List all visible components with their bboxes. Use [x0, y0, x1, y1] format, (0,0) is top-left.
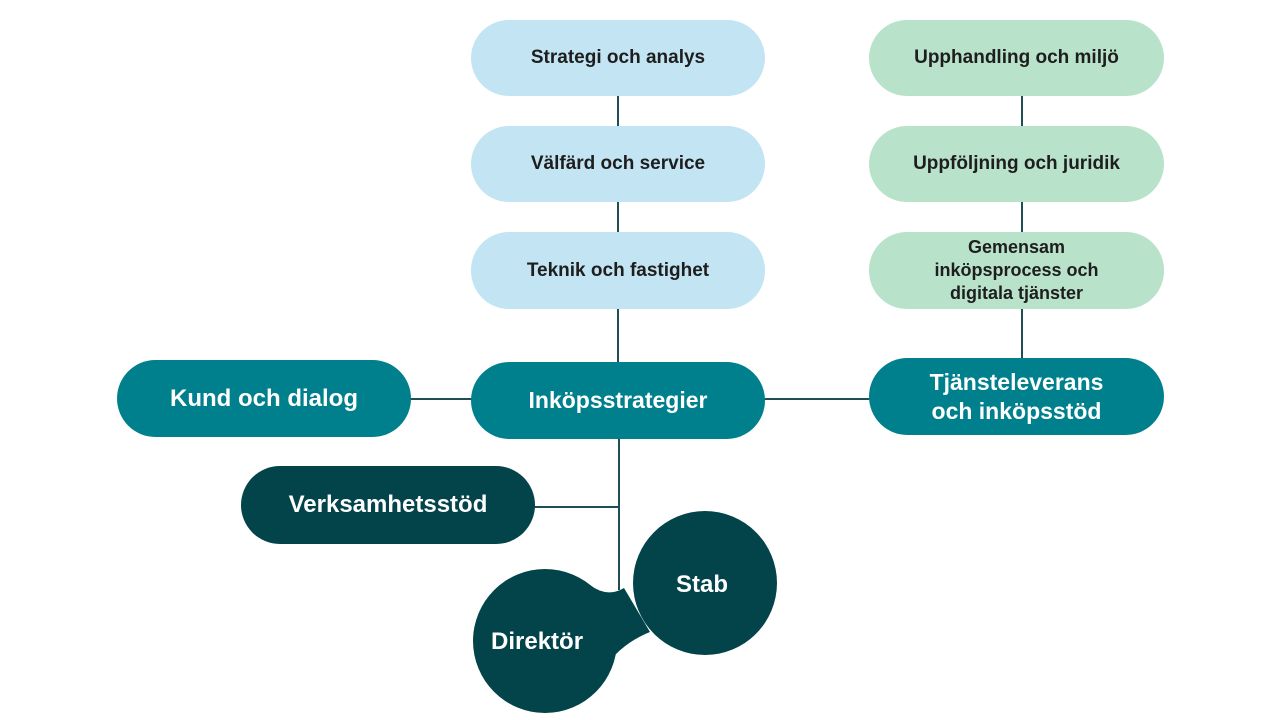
node-label: Gemensam inköpsprocess och digitala tjän…	[934, 237, 1099, 303]
node-upphandling-och-miljo: Upphandling och miljö	[869, 20, 1164, 96]
node-label: Verksamhetsstöd	[288, 491, 488, 518]
node-label: Upphandling och miljö	[914, 47, 1119, 68]
node-uppfoljning-och-juridik: Uppföljning och juridik	[869, 126, 1164, 202]
node-verksamhetsstod: Verksamhetsstöd	[241, 466, 535, 544]
node-strategi-och-analys: Strategi och analys	[471, 20, 765, 96]
node-valfard-och-service: Välfärd och service	[471, 126, 765, 202]
node-label: Teknik och fastighet	[526, 259, 710, 281]
node-label: Tjänsteleverans och inköpsstöd	[929, 368, 1104, 424]
node-stab: Stab	[676, 571, 729, 598]
node-label: Inköpsstrategier	[528, 387, 708, 413]
node-label: Kund och dialog	[170, 384, 358, 412]
node-label: Strategi och analys	[530, 47, 706, 68]
node-tjansteleverans: Tjänsteleverans och inköpsstöd	[869, 358, 1164, 435]
node-label: Uppföljning och juridik	[913, 153, 1120, 174]
node-inkopsstrategier: Inköpsstrategier	[471, 362, 765, 439]
node-kund-och-dialog: Kund och dialog	[117, 360, 411, 437]
node-label: Välfärd och service	[530, 153, 706, 174]
node-gemensam-inkopsprocess: Gemensam inköpsprocess och digitala tjän…	[869, 232, 1164, 309]
node-direktor: Direktör	[491, 628, 584, 655]
node-teknik-och-fastighet: Teknik och fastighet	[471, 232, 765, 309]
